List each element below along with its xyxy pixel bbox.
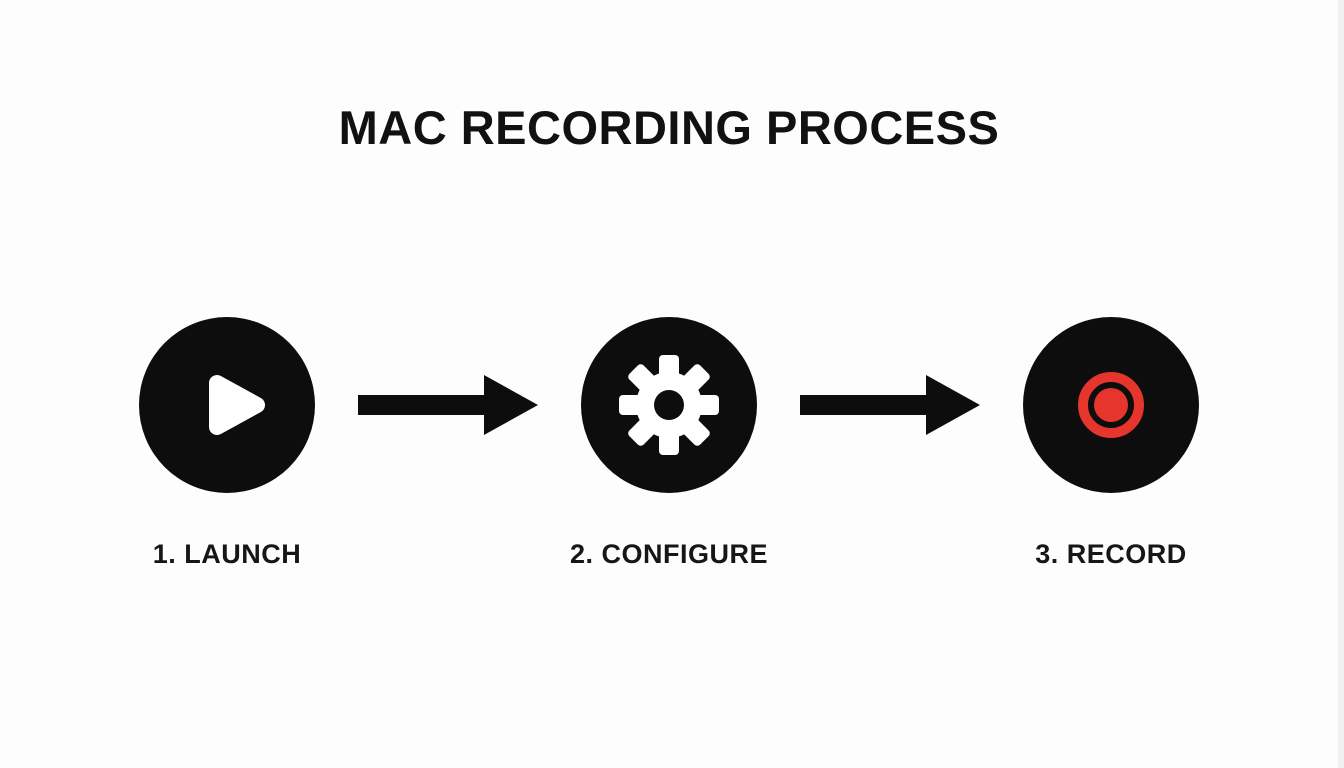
- step-configure: 2. CONFIGURE: [566, 317, 772, 570]
- arrow-right-icon: [358, 375, 538, 435]
- record-icon: [1051, 345, 1171, 465]
- step-launch: 1. LAUNCH: [124, 317, 330, 570]
- step-label: 1. LAUNCH: [152, 539, 302, 569]
- gear-icon: [609, 345, 729, 465]
- process-flow: 1. LAUNCH: [0, 317, 1338, 570]
- step-label: 3. RECORD: [1035, 539, 1187, 569]
- diagram-title: MAC RECORDING PROCESS: [338, 101, 1000, 154]
- arrow-right-icon: [800, 375, 980, 435]
- step-circle: [581, 317, 757, 493]
- play-icon: [167, 345, 287, 465]
- step-circle: [1023, 317, 1199, 493]
- step-record: 3. RECORD: [1008, 317, 1214, 570]
- step-circle: [139, 317, 315, 493]
- step-label: 2. CONFIGURE: [569, 539, 769, 569]
